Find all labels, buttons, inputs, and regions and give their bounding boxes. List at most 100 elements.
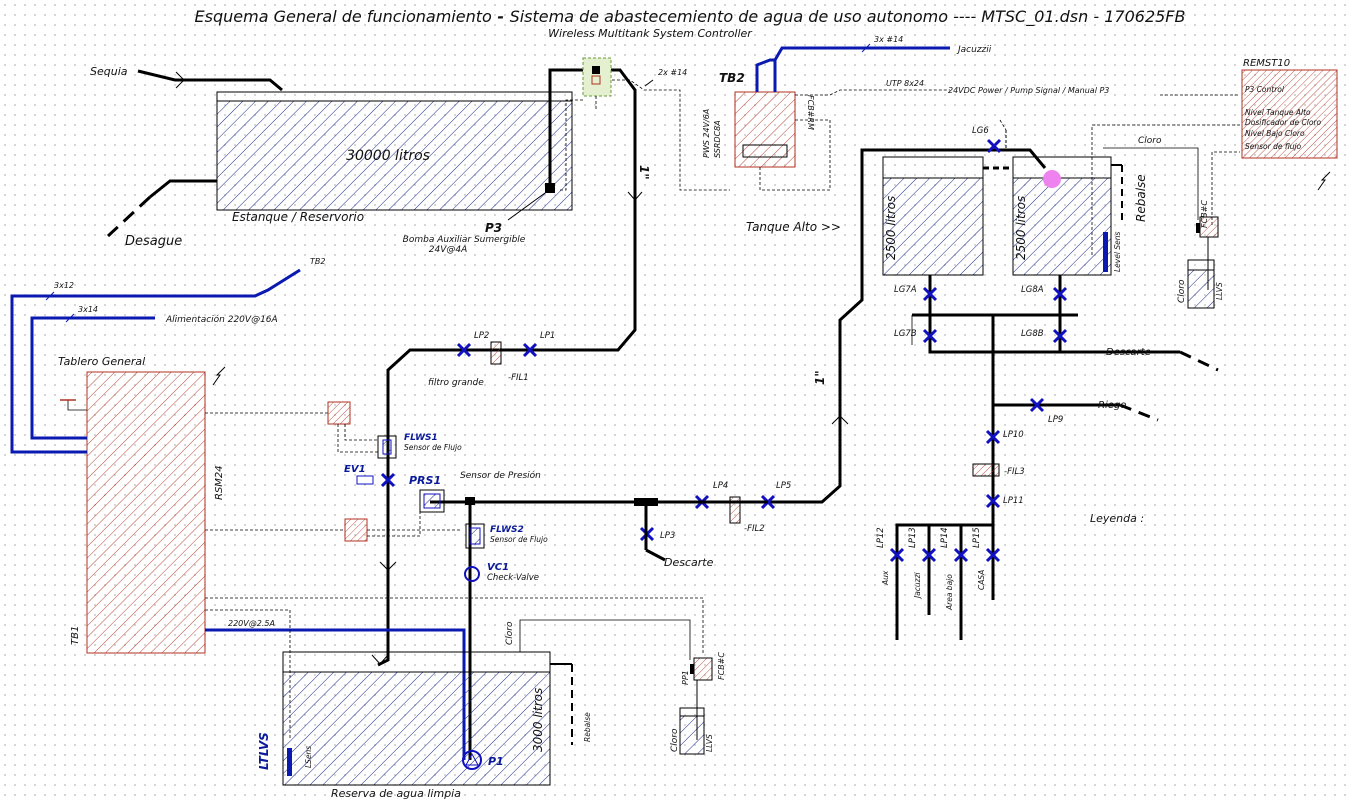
reserva-capacity: 3000 litros — [531, 688, 545, 752]
lbl-lg6: LG6 — [972, 126, 989, 136]
valve-lp12[interactable] — [889, 547, 905, 563]
tanque-alto-label: Tanque Alto >> — [746, 220, 841, 234]
remst10-tag: REMST10 — [1243, 58, 1290, 69]
main-supply-pipe — [377, 150, 637, 667]
output-aux: Aux — [881, 570, 890, 586]
valve-lg6[interactable] — [986, 138, 1002, 154]
diagram-subtitle: Wireless Multitank System Controller — [548, 27, 753, 40]
cable-220-label: 220V@2.5A — [228, 619, 275, 628]
tb2-box — [734, 91, 796, 168]
level-sens-label: Level Sens — [1113, 232, 1122, 272]
output-area-bajo: Area bajo — [945, 574, 954, 611]
tb2-ssr: SSRDC8A — [713, 120, 722, 158]
lbl-lp12: LP12 — [876, 527, 886, 548]
tb2-tag: TB2 — [719, 71, 745, 85]
fil2-label: -FIL2 — [744, 524, 765, 534]
reserva-label: Reserva de agua limpia — [331, 787, 461, 800]
tanque-alto-2 — [1012, 156, 1112, 276]
pipe-size-label-2: 1" — [813, 370, 827, 385]
remst10-signal: Nivel Bajo Cloro — [1245, 129, 1305, 138]
diagram-title: Esquema General de funcionamiento - Sist… — [195, 7, 1186, 27]
jacuzzi-power-cable — [773, 46, 950, 61]
alimentacion-label: Alimentación 220V@16A — [165, 314, 278, 325]
valve-lp14[interactable] — [953, 547, 969, 563]
valve-lg7a[interactable] — [922, 286, 938, 302]
lbl-lp3: LP3 — [660, 531, 675, 541]
valve-lg8b[interactable] — [1052, 328, 1068, 344]
filter-fil3 — [972, 463, 1000, 477]
pipe-size-label-1: 1" — [637, 165, 651, 180]
lbl-lp10: LP10 — [1003, 430, 1024, 440]
remst10-signal: P3 Control — [1245, 85, 1285, 94]
cloro2-top-label: Cloro — [1177, 279, 1187, 303]
tb2-pws: PWS 24V/6A — [702, 109, 711, 158]
wireless-icon-tb — [212, 366, 226, 386]
desague-label: Desague — [125, 234, 182, 249]
descarte-low-label: Descarte — [664, 556, 714, 569]
cable-3x14-top-label: 3x #14 — [874, 35, 903, 44]
prs1-tag: PRS1 — [409, 474, 441, 487]
riego-label: Riego — [1098, 400, 1126, 411]
rebalse-top-label: Rebalse — [1134, 174, 1148, 222]
tablero-general-box — [86, 371, 206, 654]
tb1-label: TB1 — [70, 626, 81, 645]
tank2-capacity: 2500 litros — [1014, 196, 1028, 260]
vc1-tag: VC1 — [487, 562, 509, 573]
fcb-c-low-label: FCB#C — [717, 652, 726, 680]
sequia-inlet-pipe — [137, 69, 283, 92]
flws1-desc: Sensor de Flujo — [404, 443, 462, 452]
cable-3x12-label: 3x12 — [54, 281, 74, 290]
cable-2x14-label: 2x #14 — [658, 68, 687, 77]
ground-wire — [67, 400, 87, 411]
remst10-signal: Nivel Tanque Alto — [1245, 108, 1311, 117]
remst10-signals: P3 Control Nivel Tanque Alto Dosificador… — [1245, 85, 1321, 151]
pump-p1-icon — [462, 750, 482, 770]
valve-lp1[interactable] — [522, 342, 538, 358]
lbl-lp11: LP11 — [1003, 496, 1024, 506]
valve-lg7b[interactable] — [922, 328, 938, 344]
lbl-lg8a: LG8A — [1021, 285, 1044, 295]
level-sens-probe — [1103, 232, 1108, 272]
p3-pump-icon — [545, 183, 555, 193]
valve-lp2[interactable] — [456, 342, 472, 358]
p3-desc: Bomba Auxiliar Sumergible — [403, 235, 526, 245]
fil1-label: -FIL1 — [508, 373, 529, 383]
cable-3x14-label: 3x14 — [78, 305, 98, 314]
lsens-label: LSens — [304, 746, 313, 768]
output-jacuzzi: Jacuzzi — [913, 571, 922, 600]
valve-lp13[interactable] — [921, 547, 937, 563]
flws2-tag: FLWS2 — [490, 525, 524, 535]
remst10-signal: Sensor de flujo — [1245, 142, 1302, 151]
lbl-lp2: LP2 — [474, 331, 489, 341]
valve-ev1[interactable] — [380, 472, 396, 488]
lbl-lp1: LP1 — [540, 331, 555, 341]
tank-supply-riser — [768, 290, 864, 504]
manual-relay-box — [582, 57, 612, 97]
reserva-tank — [282, 651, 551, 786]
cloro-top-label: Cloro — [1138, 136, 1162, 146]
valve-lp15[interactable] — [985, 547, 1001, 563]
vc1-desc: Check-Valve — [487, 573, 539, 583]
lbl-lp5: LP5 — [776, 481, 791, 491]
reservoir-capacity: 30000 litros — [346, 148, 430, 164]
filter-fil2 — [729, 496, 741, 524]
lbl-lp15: LP15 — [972, 527, 982, 548]
descarte-top-label: Descarte — [1106, 347, 1151, 358]
pressure-sensor-prs1 — [419, 489, 445, 513]
filter-fil1 — [490, 341, 502, 365]
valve-lp9[interactable] — [1029, 397, 1045, 413]
leyenda-label: Leyenda : — [1090, 512, 1144, 525]
sequia-label: Sequia — [90, 65, 128, 78]
fcb-c-top-label: FCB#C — [1200, 200, 1209, 228]
remst10-box — [1241, 69, 1338, 159]
ev1-tag: EV1 — [344, 464, 366, 475]
valve-lg8a[interactable] — [1052, 286, 1068, 302]
prs1-desc: Sensor de Presión — [460, 470, 541, 481]
valve-lp11[interactable] — [985, 493, 1001, 509]
valve-lp10[interactable] — [985, 429, 1001, 445]
check-valve-vc1 — [464, 566, 480, 582]
power-cable-3x12 — [10, 268, 301, 454]
junction-box-2 — [344, 518, 368, 542]
